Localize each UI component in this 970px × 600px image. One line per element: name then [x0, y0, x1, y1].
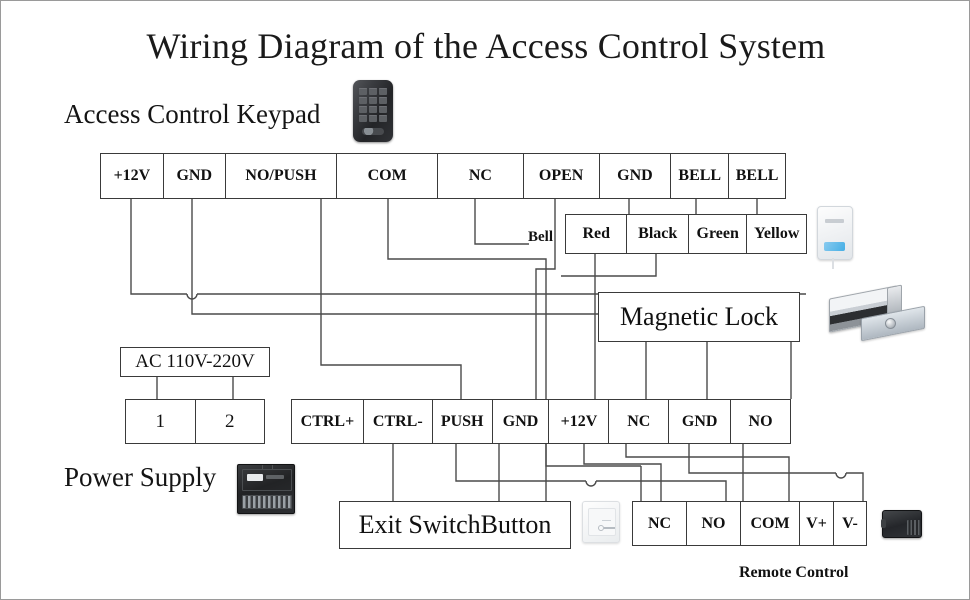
terminal-remote-nc[interactable]: NC	[633, 502, 687, 545]
terminal-remote-com[interactable]: COM	[741, 502, 800, 545]
magnetic-lock-box[interactable]: Magnetic Lock	[598, 292, 800, 342]
ac-terminal-strip[interactable]: 1 2	[125, 399, 265, 444]
keypad-key-grid	[359, 88, 387, 122]
reader-wire-black[interactable]: Black	[627, 215, 689, 253]
reader-wave-indicator	[824, 242, 845, 251]
page-title: Wiring Diagram of the Access Control Sys…	[146, 26, 826, 66]
terminal-power-no[interactable]: NO	[748, 412, 773, 430]
remote-vents	[907, 520, 920, 535]
wall-switch-faceplate	[588, 508, 616, 536]
reader-logo	[825, 219, 844, 223]
terminal-keypad-3[interactable]: COM	[337, 154, 438, 198]
terminal-power-gnd[interactable]: GND	[493, 400, 550, 443]
card-reader-icon	[817, 206, 853, 260]
access-control-keypad-icon	[353, 80, 393, 142]
psu-hook	[262, 465, 273, 469]
terminal-ac-2[interactable]: 2	[225, 410, 235, 432]
terminal-power-ctrl-minus[interactable]: CTRL-	[364, 400, 433, 443]
terminal-keypad-7[interactable]: BELL	[671, 154, 730, 198]
remote-antenna-knob	[881, 519, 886, 528]
psu-lid	[242, 469, 292, 491]
remote-control-icon	[880, 506, 924, 540]
psu-terminal-block	[242, 495, 292, 509]
terminal-power-12v[interactable]: +12V	[549, 400, 610, 443]
reader-wire-red[interactable]: Red	[566, 215, 628, 253]
keypad-terminal-strip[interactable]: +12V GND NO/PUSH COM NC OPEN GND BELL BE…	[100, 153, 786, 199]
terminal-remote-vplus[interactable]: V+	[800, 502, 834, 545]
reader-wire-strip[interactable]: Red Black Green Yellow	[565, 214, 807, 254]
terminal-keypad-8[interactable]: BELL	[735, 167, 779, 184]
power-terminal-strip[interactable]: CTRL+ CTRL- PUSH GND +12V NC GND NO	[291, 399, 791, 444]
ac-input-box[interactable]: AC 110V-220V	[120, 347, 270, 377]
terminal-power-push[interactable]: PUSH	[433, 400, 493, 443]
reader-wire-green[interactable]: Green	[689, 215, 748, 253]
bell-tag-label: Bell	[528, 229, 553, 245]
access-control-keypad-label: Access Control Keypad	[64, 99, 321, 129]
keypad-reader-badge	[362, 128, 384, 135]
maglock-plate-stud	[885, 318, 896, 329]
terminal-keypad-6[interactable]: GND	[600, 154, 672, 198]
terminal-power-nc[interactable]: NC	[609, 400, 670, 443]
exit-wall-switch-icon	[582, 501, 620, 543]
wall-switch-dash	[602, 520, 611, 522]
reader-wire-yellow[interactable]: Yellow	[754, 225, 800, 242]
remote-body	[882, 510, 922, 538]
reader-cable	[832, 258, 834, 269]
terminal-keypad-4[interactable]: NC	[438, 154, 524, 198]
terminal-remote-vminus[interactable]: V-	[842, 514, 858, 532]
terminal-power-gnd2[interactable]: GND	[669, 400, 732, 443]
remote-control-label: Remote Control	[739, 564, 849, 581]
terminal-power-ctrl-plus[interactable]: CTRL+	[292, 400, 364, 443]
terminal-ac-1[interactable]: 1	[126, 400, 196, 443]
key-icon	[598, 525, 615, 531]
terminal-remote-no[interactable]: NO	[687, 502, 741, 545]
power-supply-label: Power Supply	[64, 462, 217, 492]
exit-switch-button-box[interactable]: Exit SwitchButton	[339, 501, 571, 549]
remote-terminal-strip[interactable]: NC NO COM V+ V-	[632, 501, 867, 546]
terminal-keypad-0[interactable]: +12V	[101, 154, 164, 198]
psu-print	[266, 475, 284, 479]
terminal-keypad-1[interactable]: GND	[164, 154, 226, 198]
terminal-keypad-2[interactable]: NO/PUSH	[226, 154, 338, 198]
terminal-keypad-5[interactable]: OPEN	[524, 154, 600, 198]
power-supply-unit-icon	[237, 464, 295, 514]
psu-label-tag	[247, 474, 263, 481]
magnetic-lock-icon	[829, 284, 925, 342]
